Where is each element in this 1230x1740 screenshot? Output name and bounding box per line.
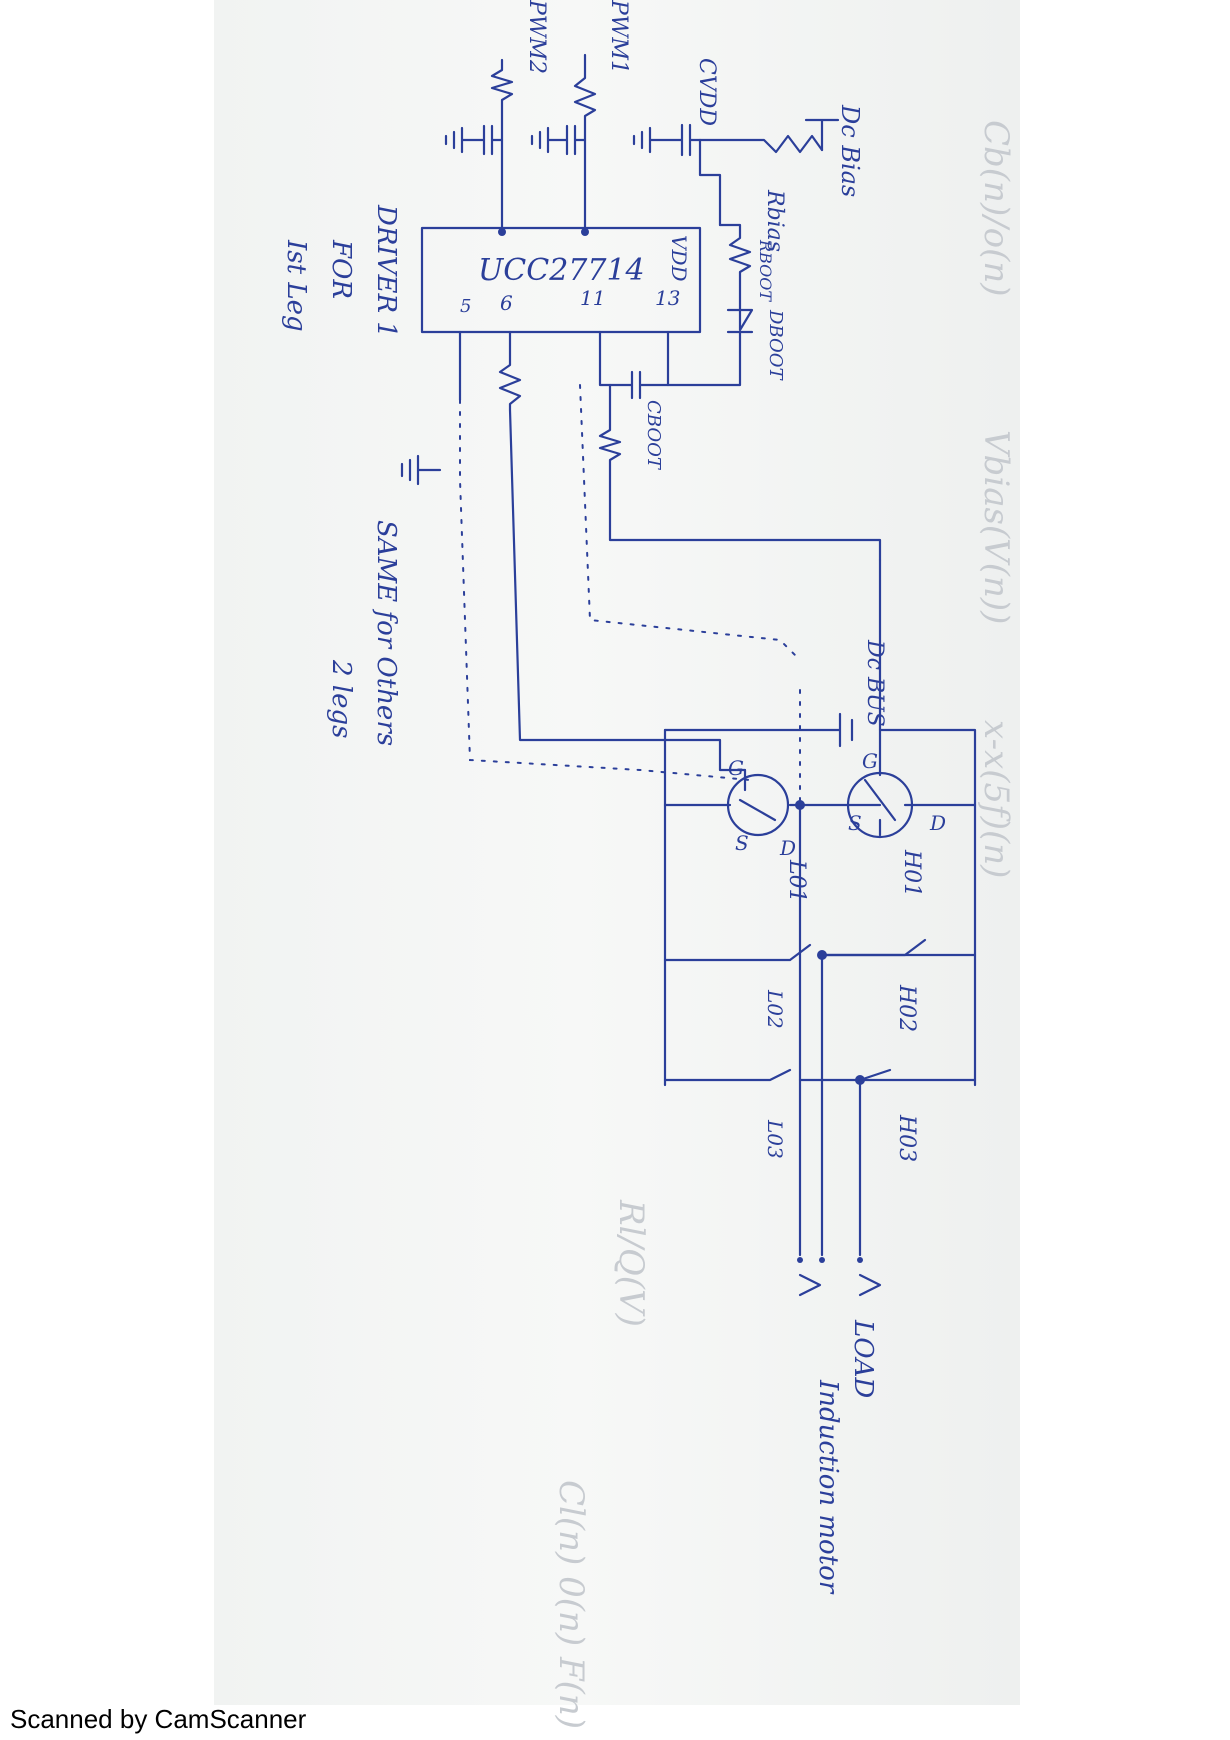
h01-gate: G bbox=[862, 749, 878, 773]
leg-3-switches: L03 H03 bbox=[663, 1068, 977, 1162]
ic-name: UCC27714 bbox=[478, 253, 645, 288]
l01-drain: D bbox=[779, 836, 796, 860]
ic-pin-5: 5 bbox=[460, 296, 471, 317]
dc-bus: Dc BUS bbox=[663, 558, 977, 1087]
dc-bias-label: Dc Bias bbox=[836, 104, 864, 197]
same-note-line-2: 2 legs bbox=[326, 659, 356, 739]
ic-pin-13: 13 bbox=[655, 286, 680, 310]
h01-drain: D bbox=[929, 811, 946, 835]
l01-gate: G bbox=[728, 756, 744, 780]
driver-note-line-2: FOR bbox=[326, 239, 356, 299]
induction-motor-label: Induction motor bbox=[813, 1379, 843, 1595]
c-boot-label: CBOOT bbox=[643, 400, 664, 471]
h02-label: H02 bbox=[894, 984, 919, 1032]
dc-bus-label: Dc BUS bbox=[862, 639, 887, 727]
pwm2-label: PWM2 bbox=[524, 0, 549, 74]
r-boot-label: RBOOT bbox=[756, 239, 775, 302]
pwm2-input: PWM2 bbox=[444, 0, 549, 230]
ground-return bbox=[400, 330, 751, 781]
driver-note-line-3: Ist Leg bbox=[281, 239, 311, 332]
same-note-line-1: SAME for Others bbox=[371, 520, 401, 746]
dc-bias-supply: Dc Bias Rbias bbox=[698, 104, 864, 252]
driver-note: DRIVER 1 bbox=[371, 204, 401, 338]
driver-ic-ucc27714: UCC27714 VDD 11 13 6 5 bbox=[420, 226, 702, 334]
r-bias-label: Rbias bbox=[762, 189, 787, 252]
h01-mosfet: G S D H01 bbox=[846, 728, 977, 897]
bootstrap-network: RBOOT DBOOT CBOOT bbox=[598, 223, 882, 562]
l03-label: L03 bbox=[763, 1119, 787, 1159]
cvdd-label: CVDD bbox=[694, 58, 719, 126]
driver-note-line-1: DRIVER 1 bbox=[371, 204, 401, 338]
scanner-footer: Scanned by CamScanner bbox=[10, 1704, 307, 1734]
d-boot-label: DBOOT bbox=[765, 309, 786, 382]
pwm1-label: PWM1 bbox=[606, 0, 631, 74]
h03-label: H03 bbox=[894, 1114, 919, 1162]
h01-label: H01 bbox=[899, 849, 924, 897]
ghost-text-3: x-x(5f)(n) bbox=[976, 720, 1016, 878]
ic-pin-6: 6 bbox=[500, 291, 513, 315]
pwm1-input: PWM1 bbox=[530, 0, 631, 230]
load-label: LOAD bbox=[848, 1319, 878, 1398]
leg-2-switches: L02 H02 bbox=[663, 938, 977, 1032]
scanned-paper bbox=[214, 0, 1020, 1705]
ghost-text-5: Cl(n) 0(n) F(n) bbox=[551, 1480, 591, 1729]
l01-source: S bbox=[735, 831, 749, 855]
h01-source: S bbox=[848, 811, 862, 835]
l01-label: L01 bbox=[784, 859, 809, 903]
same-note: SAME for Others bbox=[371, 520, 401, 746]
cvdd-capacitor: CVDD bbox=[632, 58, 722, 227]
ghost-text-2: Vbias(V(n)) bbox=[976, 430, 1016, 624]
high-side-dashed-return bbox=[579, 384, 801, 801]
low-side-gate-drive bbox=[498, 330, 747, 772]
background-writing: Cb(n)/o(n) Vbias(V(n)) x-x(5f)(n) Rl/Q(V… bbox=[551, 120, 1016, 1729]
phase-output-lines bbox=[797, 803, 882, 1297]
ghost-text-1: Cb(n)/o(n) bbox=[976, 120, 1016, 297]
ghost-text-4: Rl/Q(V) bbox=[611, 1199, 651, 1327]
l02-label: L02 bbox=[763, 989, 787, 1029]
ic-pin-11: 11 bbox=[580, 286, 605, 310]
ic-pin-vdd: VDD bbox=[667, 235, 691, 282]
